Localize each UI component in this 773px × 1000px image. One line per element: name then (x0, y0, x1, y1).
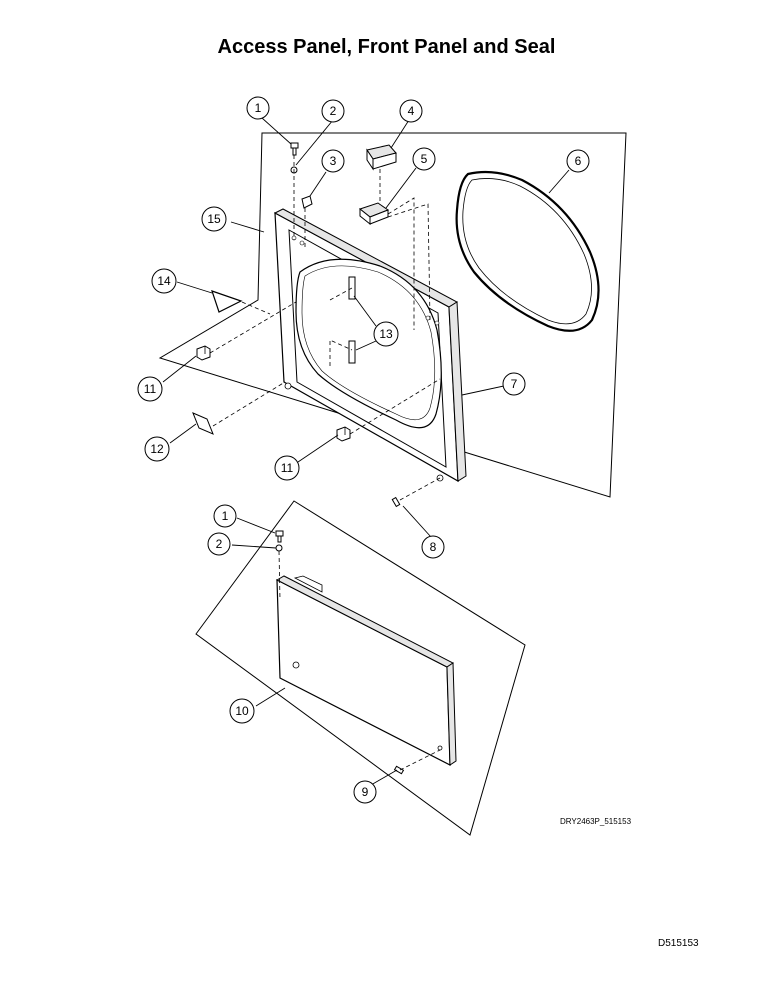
top-clip-part (301, 195, 313, 209)
callout-leader-lines (162, 117, 570, 786)
pad-part (192, 412, 214, 435)
callout-1-top: 1 (246, 96, 270, 120)
callout-label: 9 (362, 785, 369, 799)
callout-label: 5 (421, 152, 428, 166)
assembly-dashed-lines (209, 155, 441, 771)
callout-label: 2 (330, 104, 337, 118)
callout-label: 11 (281, 461, 294, 475)
callout-13: 13 (373, 321, 399, 347)
callout-label: 13 (379, 327, 393, 341)
callout-1-bottom: 1 (213, 504, 237, 528)
top-screw-part (290, 142, 299, 156)
panel-clip-upper-part (196, 345, 211, 361)
callout-label: 4 (408, 104, 415, 118)
callout-label: 7 (511, 377, 518, 391)
document-code: D515153 (658, 938, 699, 949)
access-panel-plane-outline (195, 500, 526, 836)
callout-label: 11 (144, 382, 157, 396)
warning-label-part (211, 290, 243, 313)
callout-2-bottom: 2 (207, 532, 231, 556)
callout-3: 3 (321, 149, 345, 173)
callout-label: 1 (222, 509, 229, 523)
callout-12: 12 (144, 436, 170, 462)
callout-label: 15 (207, 212, 221, 226)
callout-6: 6 (566, 149, 590, 173)
callout-label: 3 (330, 154, 337, 168)
callout-7: 7 (502, 372, 526, 396)
front-panel-part (273, 208, 467, 483)
door-seal-inner-edge (462, 178, 592, 325)
callout-8: 8 (421, 535, 445, 559)
page-title: Access Panel, Front Panel and Seal (217, 36, 556, 58)
callout-label: 6 (575, 154, 582, 168)
callout-label: 2 (216, 537, 223, 551)
callout-11-left: 11 (137, 376, 163, 402)
door-seal-part (455, 170, 600, 332)
callout-15: 15 (201, 206, 227, 232)
lock-bracket-part (366, 144, 397, 171)
callout-2-top: 2 (321, 99, 345, 123)
callout-10: 10 (229, 698, 255, 724)
callout-label: 1 (255, 101, 262, 115)
callout-4: 4 (399, 99, 423, 123)
callout-14: 14 (151, 268, 177, 294)
drawing-code: DRY2463P_515153 (560, 817, 632, 826)
callout-label: 14 (157, 274, 171, 288)
callout-label: 8 (430, 540, 437, 554)
callout-label: 12 (150, 442, 164, 456)
access-panel-part (275, 575, 457, 766)
door-switch-part (358, 202, 390, 226)
callout-9: 9 (353, 780, 377, 804)
lower-washer-part (275, 544, 283, 552)
callout-11-bottom: 11 (274, 455, 300, 481)
front-panel-screw-part (391, 496, 401, 508)
callout-label: 10 (235, 704, 249, 718)
lower-screw-part (275, 530, 284, 543)
access-panel-screw-part (393, 765, 405, 775)
panel-clip-lower-part (336, 426, 351, 442)
door-hinge-part (348, 276, 356, 364)
callout-5: 5 (412, 147, 436, 171)
